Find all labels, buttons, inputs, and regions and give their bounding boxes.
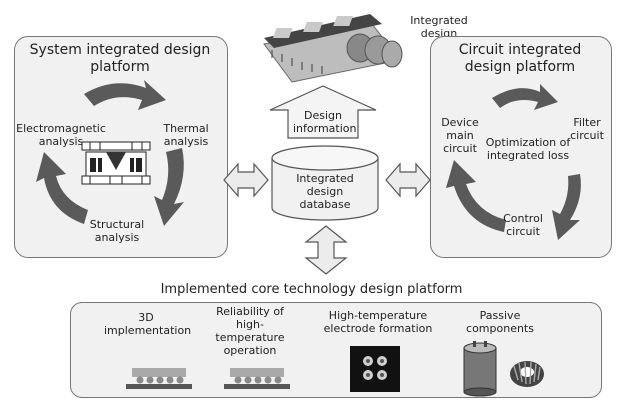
integrated-design-database-label: Integrated design database [296,172,354,211]
circuit-cycle-arrows [446,84,581,240]
design-information-label: Design information [293,109,357,135]
capacitor-illustration [463,341,497,397]
electromagnetic-analysis-label: Electromagnetic analysis [16,122,106,148]
circuit-platform-title: Circuit integrated design platform [458,42,582,75]
system-platform-title: System integrated design platform [29,42,211,75]
system-platform-panel [14,36,228,258]
electrode-micrograph [350,346,400,392]
design-information-arrow [269,85,377,139]
optimization-of-integrated-loss-label: Optimization of integrated loss [485,136,571,162]
control-circuit-label: Control circuit [503,212,543,238]
core-item-electrode-formation: High-temperature electrode formation [323,309,433,335]
device-main-circuit-label: Device main circuit [441,116,479,155]
right-double-arrow [385,162,431,198]
structural-analysis-label: Structural analysis [89,218,145,244]
left-double-arrow [223,162,269,198]
thermal-analysis-label: Thermal analysis [163,122,209,148]
module-cross-section-illustration [81,141,151,185]
filter-circuit-label: Filter circuit [570,116,604,142]
integrated-module-illustration [263,14,403,83]
down-double-arrow [304,225,348,275]
toroidal-inductor-illustration [510,361,544,387]
chip-bumps-illustration-1 [126,368,192,389]
core-item-passive-components: Passive components [466,309,534,335]
system-cycle-arrows [36,80,184,226]
core-item-reliability: Reliability of high-temperature operatio… [215,305,285,357]
circuit-platform-panel [430,36,612,258]
chip-bumps-illustration-2 [224,368,290,389]
core-item-3d-implementation: 3D implementation [104,311,192,337]
core-platform-title: Implemented core technology design platf… [160,282,463,297]
database-cylinder [271,145,379,221]
